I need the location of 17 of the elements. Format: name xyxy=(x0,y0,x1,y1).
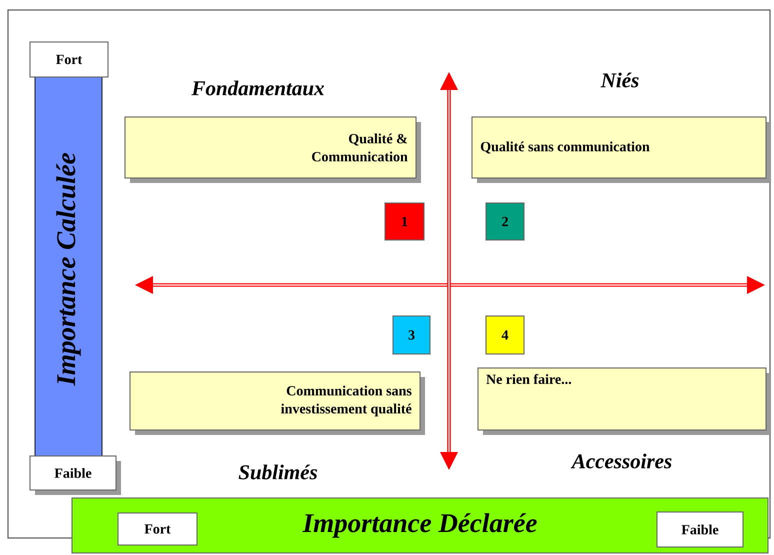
quadrant-box: Qualité sans communication xyxy=(472,116,771,183)
scale-box: Faible xyxy=(30,456,121,495)
scale-box: Faible xyxy=(656,512,744,548)
number-square: 4 xyxy=(486,316,524,354)
scale-box: Fort xyxy=(118,512,198,546)
number-square: 3 xyxy=(392,316,430,354)
axis-bar: Importance Calculée xyxy=(34,76,102,462)
quadrant-box: Communication sans investissement qualité xyxy=(130,372,425,435)
scale-box: Fort xyxy=(30,42,108,78)
quadrant-label: Niés xyxy=(600,72,639,88)
quadrant-label: Fondamentaux xyxy=(191,80,324,96)
quadrant-box: Ne rien faire... xyxy=(478,368,771,435)
quadrant-label: Sublimés xyxy=(238,464,318,480)
quadrant-box: Qualité & Communication xyxy=(124,116,421,183)
number-square: 1 xyxy=(384,202,424,240)
number-square: 2 xyxy=(486,202,524,240)
quadrant-label: Accessoires xyxy=(570,454,672,468)
